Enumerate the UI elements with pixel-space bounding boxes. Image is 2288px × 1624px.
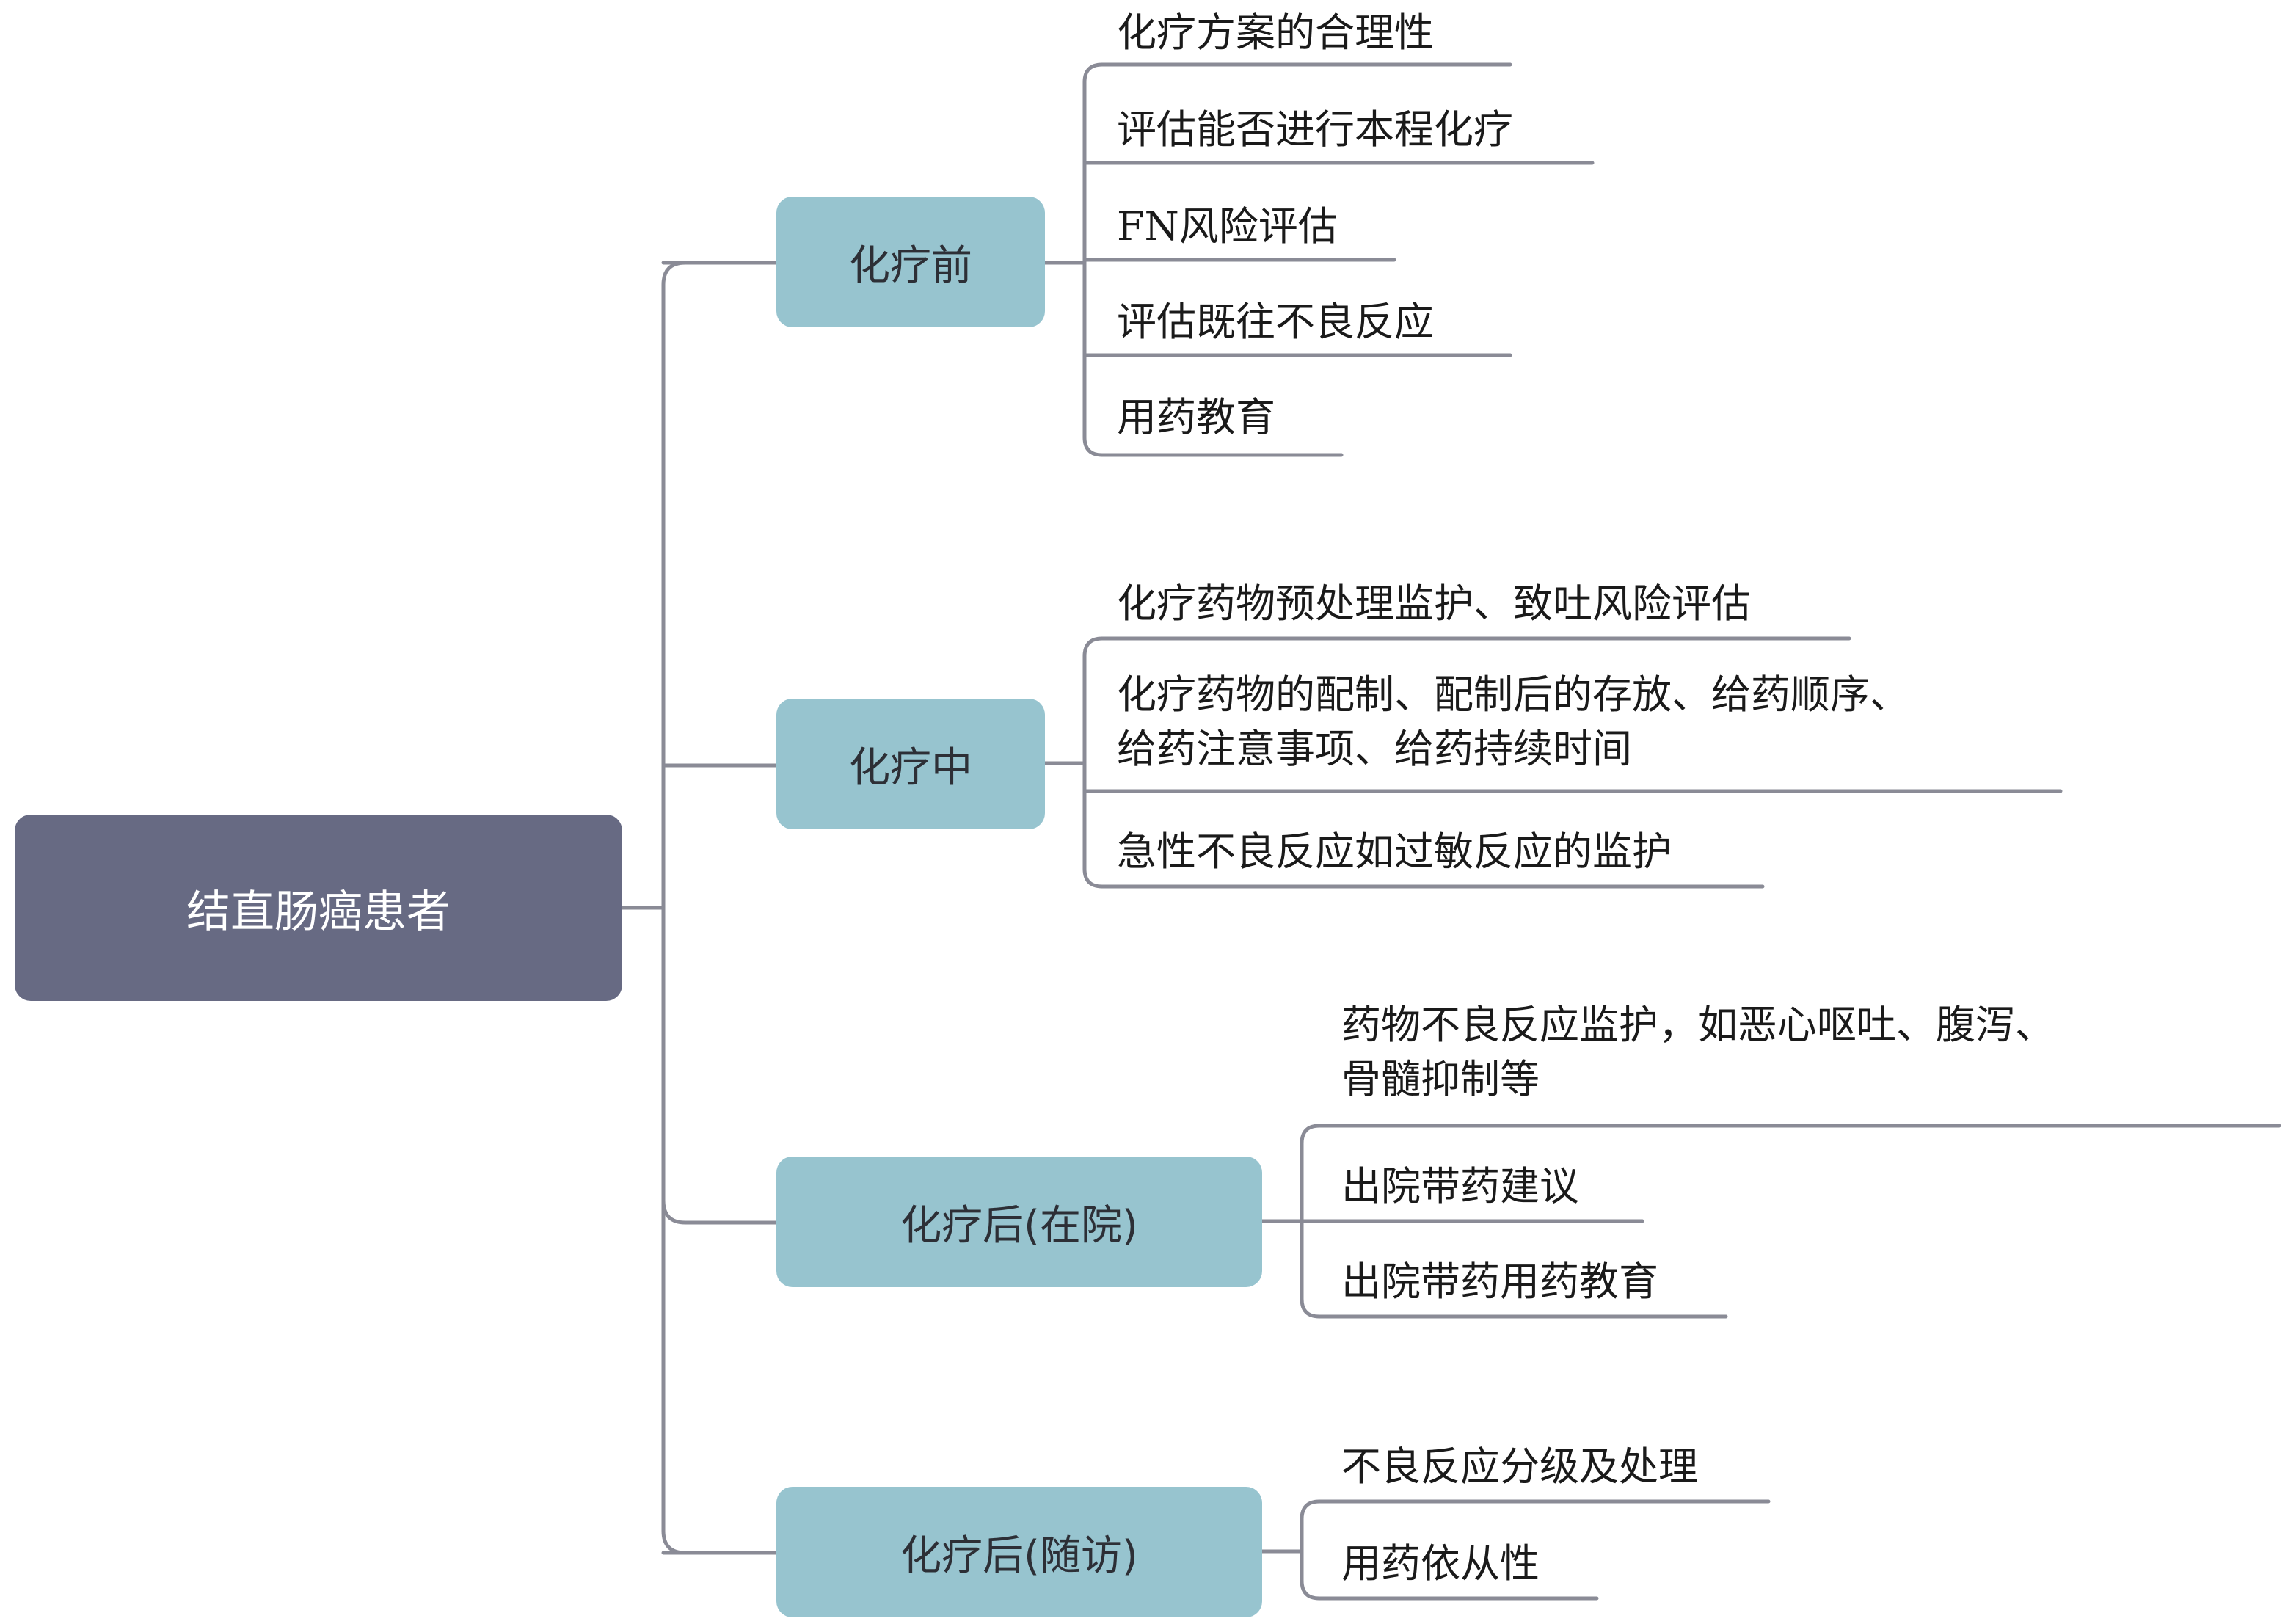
phase-label: 化疗后(随访)	[900, 1532, 1138, 1580]
leaf-item[interactable]: FN风险评估	[1117, 203, 1338, 250]
leaf-item[interactable]: 评估能否进行本程化疗	[1117, 106, 1513, 153]
phase-2-spine	[1082, 636, 1104, 889]
phase-node-after-inpatient[interactable]: 化疗后(在院)	[776, 1157, 1262, 1287]
leaf-item[interactable]: 急性不良反应如过敏反应的监护	[1117, 829, 1672, 875]
leaf-item[interactable]: 出院带药用药教育	[1341, 1259, 1658, 1305]
leaf-item[interactable]: 化疗药物预处理监护、致吐风险评估	[1117, 580, 1751, 627]
trunk-to-phase-3	[661, 1198, 779, 1225]
leaf-item[interactable]: 用药教育	[1117, 394, 1275, 440]
leaf-item[interactable]: 药物不良反应监护，如恶心呕吐、腹泻、 骨髓抑制等	[1341, 1002, 2055, 1102]
leaf-item[interactable]: 用药依从性	[1341, 1540, 1540, 1587]
phase-label: 化疗中	[849, 743, 972, 792]
phase-node-after-followup[interactable]: 化疗后(随访)	[776, 1487, 1262, 1617]
leaf-item[interactable]: 化疗方案的合理性	[1117, 10, 1434, 56]
leaf-item[interactable]: 不良反应分级及处理	[1341, 1443, 1698, 1490]
root-label: 结直肠癌患者	[186, 886, 451, 938]
phase-4-spine	[1300, 1499, 1322, 1601]
phase-node-during[interactable]: 化疗中	[776, 699, 1045, 829]
phase-label: 化疗前	[849, 241, 972, 290]
trunk-line	[661, 261, 688, 1555]
root-node[interactable]: 结直肠癌患者	[15, 815, 622, 1001]
leaf-item[interactable]: 化疗药物的配制、配制后的存放、给药顺序、 给药注意事项、给药持续时间	[1117, 671, 1909, 772]
phase-node-before[interactable]: 化疗前	[776, 197, 1045, 327]
leaf-item[interactable]: 出院带药建议	[1341, 1163, 1579, 1209]
phase-label: 化疗后(在院)	[900, 1201, 1138, 1250]
leaf-item[interactable]: 评估既往不良反应	[1117, 299, 1434, 345]
